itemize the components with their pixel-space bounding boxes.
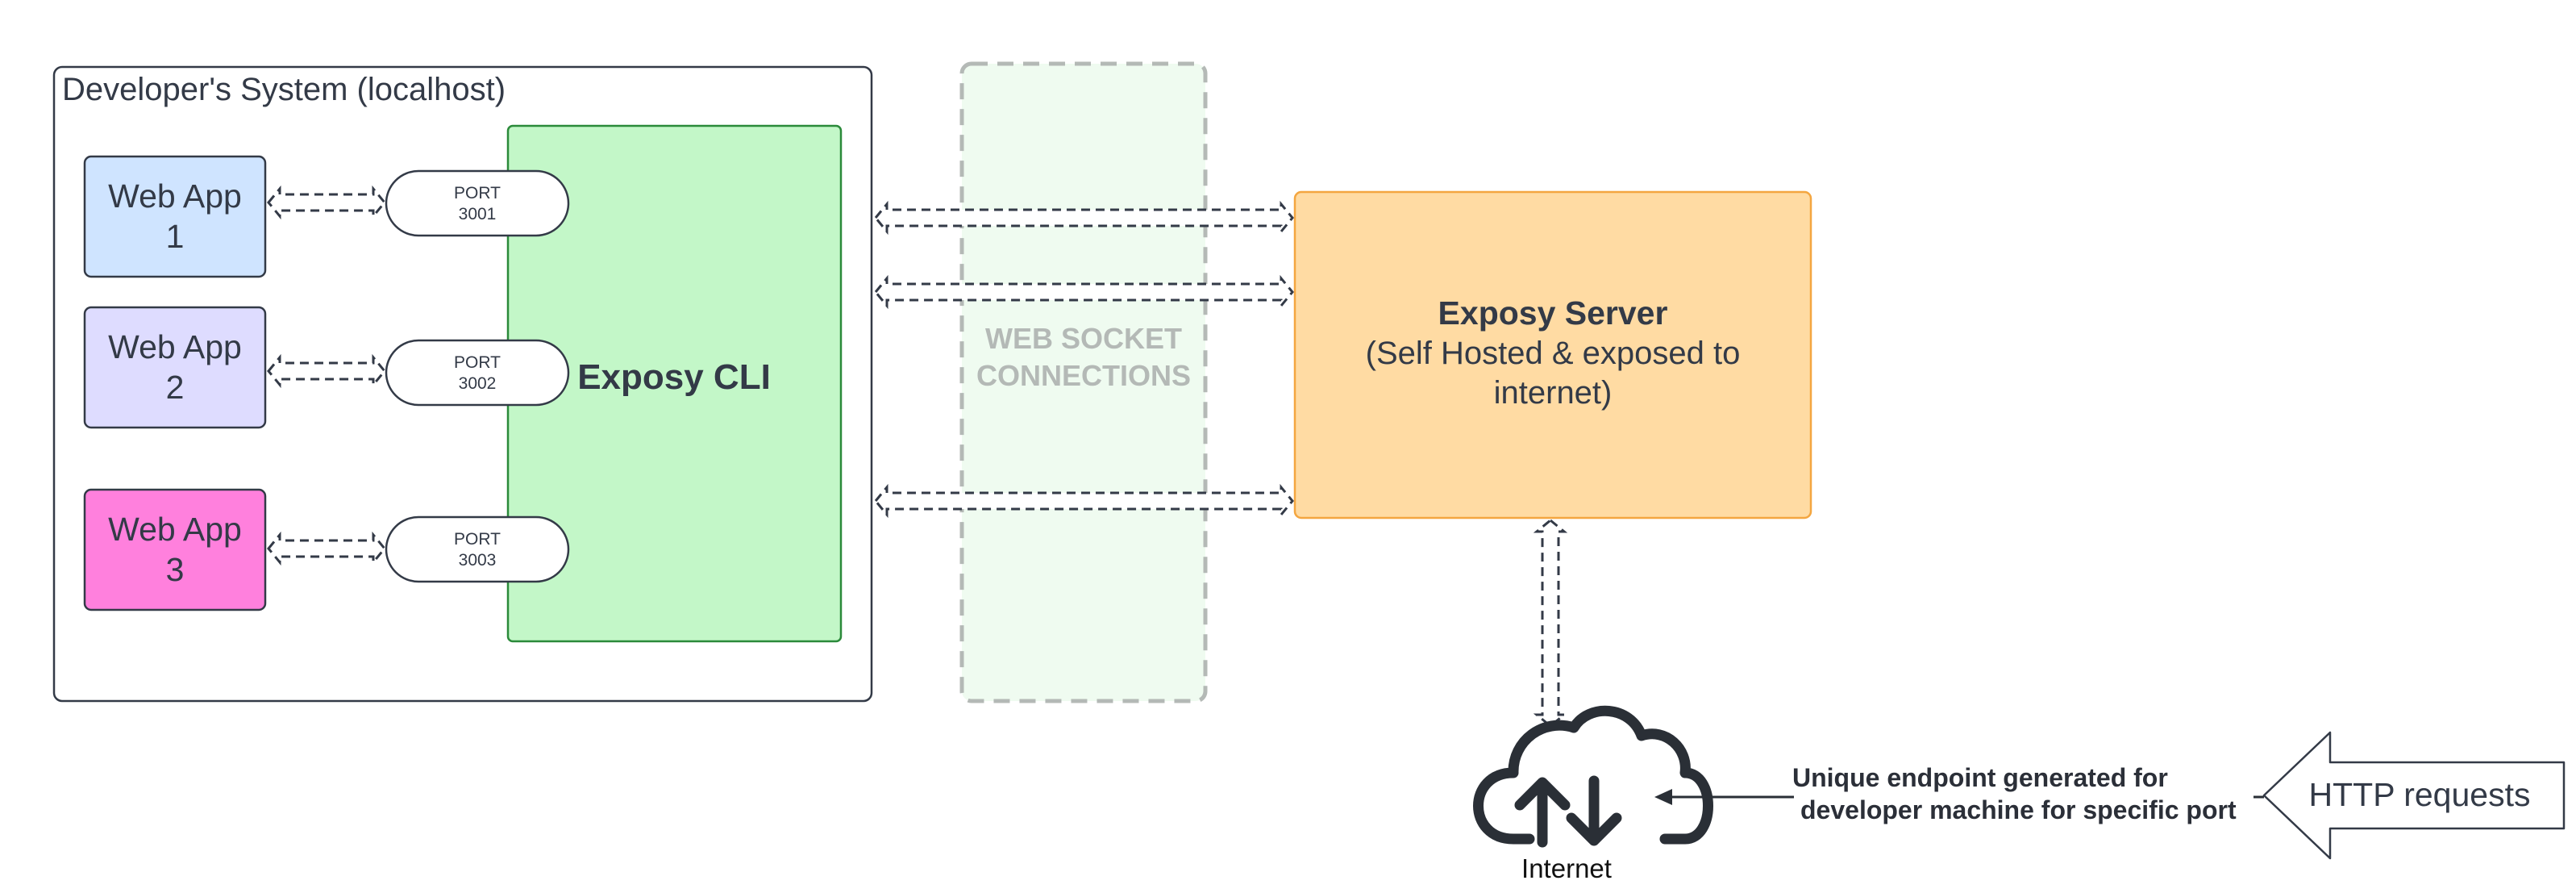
port-3002: PORT 3002 bbox=[385, 339, 570, 407]
web-app-3-box bbox=[83, 488, 267, 611]
web-app-3: Web App 3 bbox=[83, 488, 267, 611]
connector-app3-port bbox=[267, 531, 386, 566]
developer-system-title: Developer's System (localhost) bbox=[62, 72, 506, 107]
web-app-1: Web App 1 bbox=[83, 155, 267, 278]
web-app-2-number: 2 bbox=[166, 369, 185, 406]
endpoint-arrow-head bbox=[1654, 789, 1672, 805]
websocket-band: WEB SOCKET CONNECTIONS bbox=[959, 61, 1208, 703]
endpoint-note-line1: Unique endpoint generated for bbox=[1792, 763, 2168, 792]
http-requests-label: HTTP requests bbox=[2309, 776, 2531, 813]
internet-label: Internet bbox=[1521, 853, 1612, 883]
port-3003-pill bbox=[385, 515, 570, 583]
port-3002-number: 3002 bbox=[459, 374, 497, 393]
port-3001-pill bbox=[385, 169, 570, 237]
web-app-1-label: Web App bbox=[108, 177, 242, 215]
port-3003-label: PORT bbox=[454, 530, 501, 549]
exposy-server-subtitle-line1: (Self Hosted & exposed to bbox=[1366, 336, 1741, 371]
http-requests-shape bbox=[2262, 731, 2566, 860]
port-3003: PORT 3003 bbox=[385, 515, 570, 583]
exposy-server-subtitle-line2: internet) bbox=[1494, 375, 1613, 411]
port-3002-label: PORT bbox=[454, 353, 501, 372]
download-arrow bbox=[1566, 775, 1622, 846]
connector-app1-port bbox=[267, 185, 386, 220]
port-3002-pill bbox=[385, 339, 570, 407]
web-app-2-label: Web App bbox=[108, 328, 242, 365]
exposy-cli-label: Exposy CLI bbox=[577, 357, 771, 397]
web-app-3-label: Web App bbox=[108, 511, 242, 548]
exposy-server: Exposy Server (Self Hosted & exposed to … bbox=[1293, 190, 1812, 520]
connector-server-internet bbox=[1533, 519, 1568, 728]
upload-arrow bbox=[1514, 777, 1571, 848]
endpoint-note-line2: developer machine for specific port bbox=[1800, 795, 2237, 824]
port-3001: PORT 3001 bbox=[385, 169, 570, 237]
web-app-1-number: 1 bbox=[166, 218, 185, 255]
cloud-outline bbox=[1473, 705, 1713, 845]
websocket-connection-3 bbox=[874, 483, 1294, 519]
websocket-label-line2: CONNECTIONS bbox=[976, 359, 1191, 392]
connector-app2-port bbox=[267, 353, 386, 389]
websocket-label-line1: WEB SOCKET bbox=[985, 322, 1182, 355]
http-requests-arrow: HTTP requests bbox=[2262, 731, 2566, 860]
port-3001-label: PORT bbox=[454, 184, 501, 202]
websocket-connection-2 bbox=[874, 274, 1294, 310]
websocket-connection-1 bbox=[874, 200, 1294, 236]
web-app-2: Web App 2 bbox=[83, 306, 267, 429]
port-3001-number: 3001 bbox=[459, 205, 497, 223]
port-3003-number: 3003 bbox=[459, 551, 497, 570]
exposy-server-box bbox=[1293, 190, 1812, 520]
web-app-1-box bbox=[83, 155, 267, 278]
web-app-2-box bbox=[83, 306, 267, 429]
exposy-server-title: Exposy Server bbox=[1438, 294, 1668, 332]
web-app-3-number: 3 bbox=[166, 551, 185, 588]
cloud-upload-download-icon bbox=[1473, 705, 1713, 848]
